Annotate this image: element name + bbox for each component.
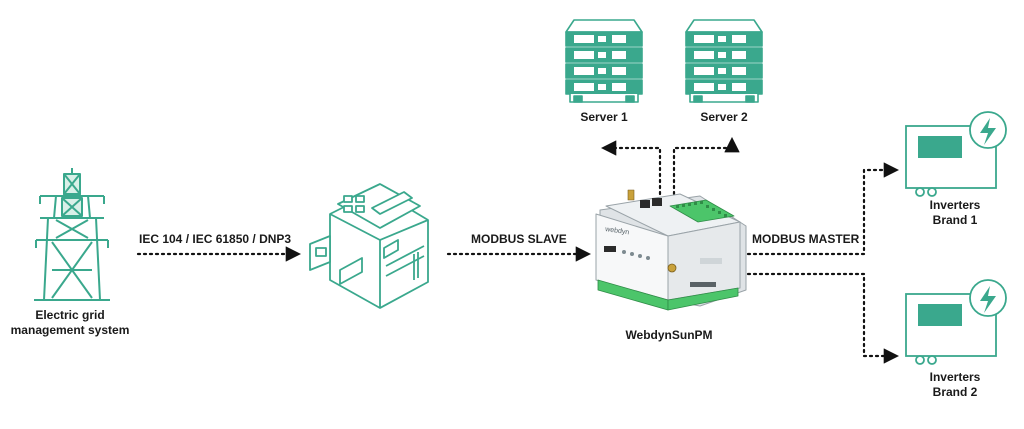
inverter2-label-line2: Brand 2	[933, 385, 978, 399]
inverter1-label-line1: Inverters	[930, 198, 981, 212]
server-rack-icon	[565, 19, 643, 103]
server1-label: Server 1	[580, 110, 628, 124]
arrow-gateway-to-inverter1	[746, 162, 900, 256]
grid-label-line2: management system	[11, 323, 130, 337]
gateway-label: WebdynSunPM	[625, 328, 712, 342]
arrow-gateway-to-inverter2	[746, 272, 900, 364]
gateway-brand-text: webdyn	[604, 226, 630, 236]
inverter1-label-line2: Brand 1	[933, 213, 978, 227]
server2-label: Server 2	[700, 110, 748, 124]
grid-label-line1: Electric grid	[35, 308, 104, 322]
webdyn-gateway-icon	[595, 189, 747, 311]
inverter-lightning-icon	[905, 111, 1007, 197]
power-pylon-icon	[34, 168, 110, 301]
modbus-master-label: MODBUS MASTER	[752, 232, 860, 246]
protocols-label: IEC 104 / IEC 61850 / DNP3	[139, 232, 291, 246]
arrow-gateway-to-server2	[672, 136, 740, 196]
arrow-gateway-to-server1	[600, 140, 662, 196]
inverter-lightning-icon	[905, 279, 1007, 365]
inverter2-label-line1: Inverters	[930, 370, 981, 384]
modbus-slave-label: MODBUS SLAVE	[471, 232, 567, 246]
rtu-device-icon	[309, 183, 429, 309]
server-rack-icon	[685, 19, 763, 103]
